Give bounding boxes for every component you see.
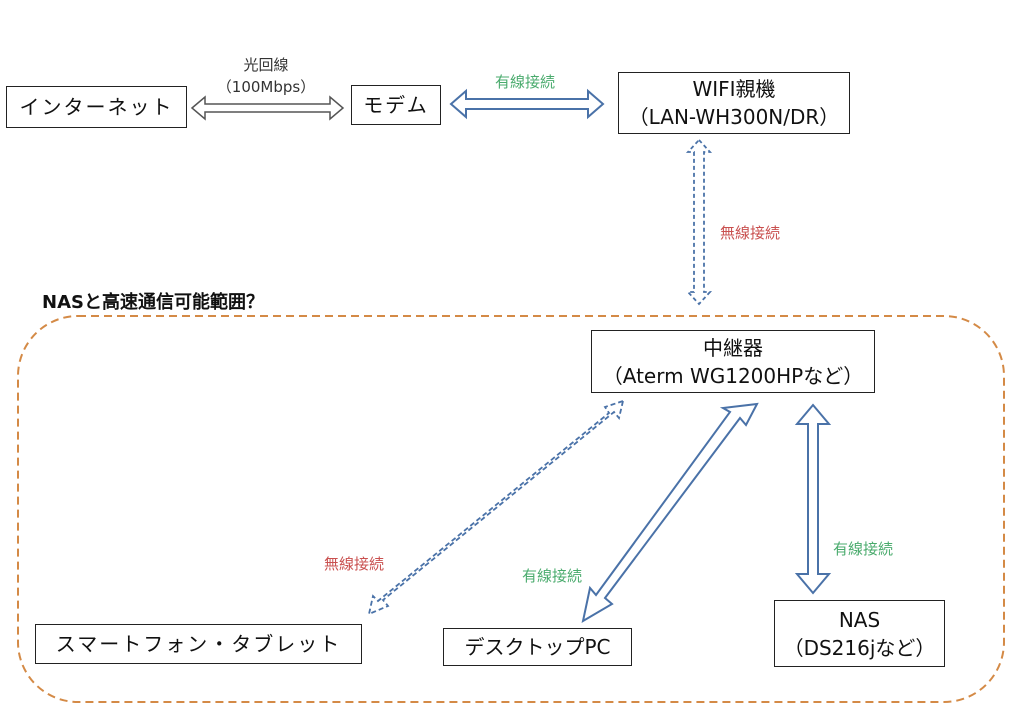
link-label-repeater-desktop: 有線接続 (522, 567, 583, 585)
link-label-repeater-smartphone: 無線接続 (324, 555, 385, 573)
link-label-internet-modem: 光回線 （100Mbps） (216, 56, 316, 96)
high-speed-zone (17, 315, 1005, 703)
node-nas: NAS （DS216jなど） (774, 600, 945, 667)
arrow-wifi-repeater (685, 138, 713, 306)
node-modem: モデム (351, 85, 441, 125)
arrow-modem-wifi (449, 88, 605, 120)
node-smartphone: スマートフォン・タブレット (35, 624, 362, 664)
node-wifi-parent: WIFI親機 （LAN-WH300N/DR） (618, 72, 850, 134)
arrow-repeater-nas (794, 403, 832, 595)
arrow-repeater-smartphone (367, 399, 625, 616)
link-label-modem-wifi: 有線接続 (495, 73, 556, 91)
arrow-internet-modem (190, 95, 345, 121)
link-label-wifi-repeater: 無線接続 (720, 224, 781, 242)
diagram-title: NASと高速通信可能範囲？ (42, 292, 264, 313)
node-repeater: 中継器 （Aterm WG1200HPなど） (591, 330, 875, 393)
arrow-repeater-desktop (581, 402, 759, 624)
node-desktop: デスクトップPC (443, 628, 632, 666)
link-label-repeater-nas: 有線接続 (833, 540, 894, 558)
node-internet: インターネット (6, 86, 187, 128)
